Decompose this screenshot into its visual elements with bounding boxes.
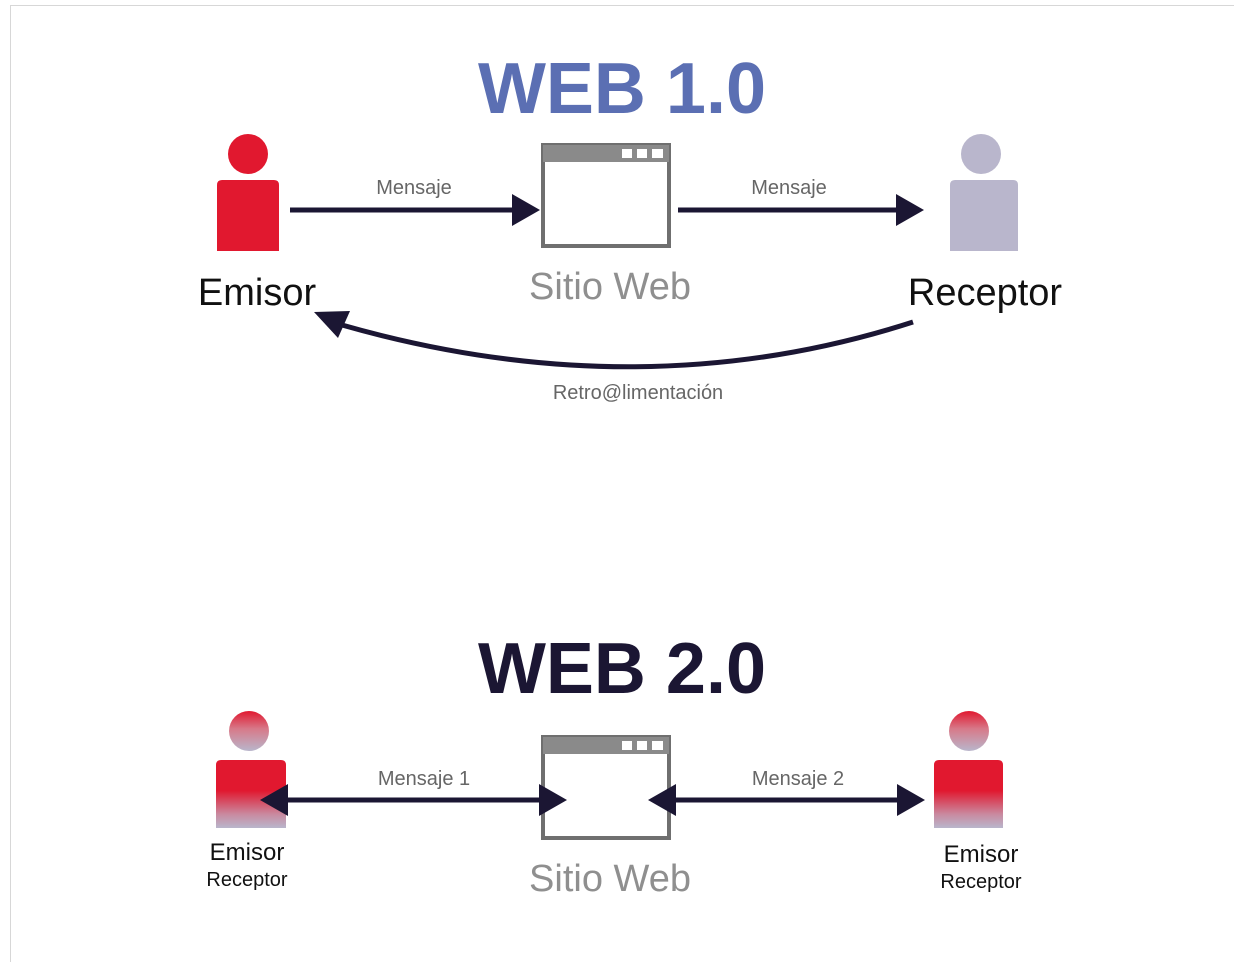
web1-message-arrow-left (290, 194, 540, 226)
web1-emisor-person-icon (217, 134, 279, 251)
web1-message-arrow-right (678, 194, 924, 226)
web2-right-label-emisor: Emisor (944, 841, 1019, 868)
web1-title: WEB 1.0 (478, 49, 766, 129)
web2-right-person-icon (934, 711, 1003, 828)
web1-emisor-label: Emisor (198, 272, 317, 314)
web1-feedback-label: Retro@limentación (553, 382, 723, 404)
web1-receptor-label: Receptor (908, 272, 1063, 314)
web1-site-label: Sitio Web (529, 266, 691, 308)
web2-website-window-icon (541, 735, 671, 840)
web2-message-arrow-right-bidirectional (648, 784, 925, 816)
web2-left-person-icon (216, 711, 286, 828)
web2-left-label-emisor: Emisor (210, 839, 285, 866)
web1-feedback-curve-arrow (314, 311, 914, 370)
web2-title: WEB 2.0 (478, 629, 766, 709)
web1-message-right-label: Mensaje (751, 177, 827, 199)
web1-receptor-person-icon (950, 134, 1018, 251)
web2-site-label: Sitio Web (529, 858, 691, 900)
web2-message-arrow-left-bidirectional (260, 784, 567, 816)
web2-right-label-receptor: Receptor (940, 871, 1021, 893)
frame-top-border (10, 5, 1234, 6)
frame-left-border (10, 5, 11, 962)
web2-message-left-label: Mensaje 1 (378, 768, 470, 790)
web1-message-left-label: Mensaje (376, 177, 452, 199)
web2-message-right-label: Mensaje 2 (752, 768, 844, 790)
web1-website-window-icon (541, 143, 671, 248)
web2-left-label-receptor: Receptor (206, 869, 287, 891)
